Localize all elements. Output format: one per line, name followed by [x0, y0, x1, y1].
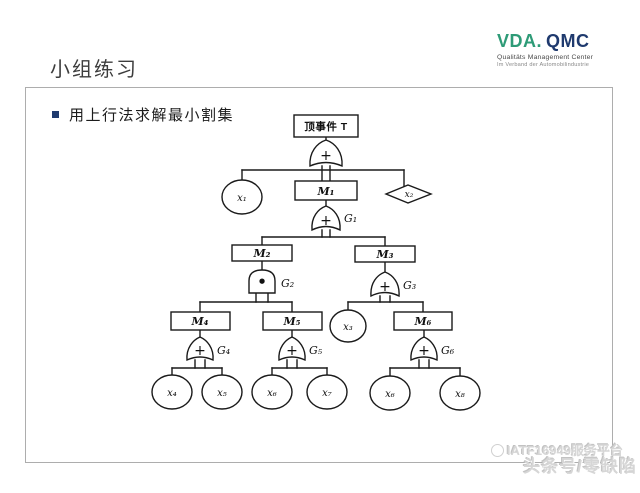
x3-label: x₃	[343, 322, 353, 333]
x4-label: x₄	[167, 388, 177, 399]
watermark-platform-text: IATF16949服务平台	[506, 443, 623, 458]
node-M1: M₁	[294, 180, 358, 201]
bullet-square-icon	[52, 111, 59, 118]
or-symbol: +	[194, 343, 206, 359]
node-M5: M₅	[262, 311, 323, 331]
or-symbol: +	[379, 279, 391, 295]
x6b-label: x₆	[385, 389, 395, 400]
node-M2: M₂	[231, 244, 293, 262]
gate-top-or: +	[309, 139, 343, 168]
node-top-event: 顶事件 T	[293, 114, 359, 138]
x6a-label: x₆	[267, 388, 277, 399]
M5-label: M₅	[283, 315, 301, 328]
node-x5: x₅	[201, 374, 243, 410]
M1-label: M₁	[317, 185, 335, 198]
watermark-line2: 头条号/零缺陷	[523, 456, 637, 476]
node-M6: M₆	[393, 311, 453, 331]
bullet-text: 用上行法求解最小割集	[69, 107, 235, 124]
logo-subtitle-2: Im Verband der Automobilindustrie	[497, 62, 590, 68]
qmc-logo-text: QMC	[546, 31, 590, 51]
M2-label: M₂	[253, 247, 271, 260]
M4-label: M₄	[191, 315, 209, 328]
gate-G6-or: + G₆	[410, 336, 455, 362]
node-x1: x₁	[221, 179, 263, 215]
G3-label: G₃	[403, 279, 416, 292]
logo-subtitle: Qualitäts Management Center	[497, 54, 594, 61]
G1-label: G₁	[344, 212, 357, 225]
node-x8: x₈	[439, 375, 481, 411]
x5-label: x₅	[217, 388, 227, 399]
node-x6a: x₆	[251, 374, 293, 410]
gate-G1-or: + G₁	[311, 205, 357, 232]
or-symbol: +	[320, 148, 332, 164]
node-x3: x₃	[329, 309, 367, 343]
node-x4: x₄	[151, 374, 193, 410]
or-symbol: +	[320, 213, 332, 229]
and-symbol: •	[257, 273, 267, 291]
or-symbol: +	[418, 343, 430, 359]
G2-label: G₂	[281, 277, 294, 290]
connector-wires	[171, 136, 461, 377]
x7-label: x₇	[322, 388, 332, 399]
node-M4: M₄	[170, 311, 231, 331]
G6-label: G₆	[441, 344, 455, 357]
watermark-logo-icon	[490, 444, 504, 458]
bullet-item: 用上行法求解最小割集	[52, 104, 234, 125]
gate-G5-or: + G₅	[278, 336, 323, 362]
x1-label: x₁	[237, 193, 247, 204]
gate-G3-or: + G₃	[370, 271, 416, 298]
M6-label: M₆	[414, 315, 432, 328]
gate-G4-or: + G₄	[186, 336, 230, 362]
node-x2-undeveloped: x₂	[384, 184, 433, 204]
watermark-line1: IATF16949服务平台	[490, 443, 623, 458]
M3-label: M₃	[376, 248, 394, 261]
page-title: 小组练习	[50, 59, 138, 81]
gate-G2-and: • G₂	[248, 269, 294, 294]
or-symbol: +	[286, 343, 298, 359]
G5-label: G₅	[309, 344, 323, 357]
top-event-label: 顶事件 T	[304, 120, 347, 133]
logo-wordmark: VDA.QMC	[497, 31, 607, 51]
watermark: IATF16949服务平台 头条号/零缺陷	[490, 443, 637, 476]
node-M3: M₃	[354, 245, 416, 263]
x8-label: x₈	[455, 389, 465, 400]
node-x6b: x₆	[369, 375, 411, 411]
node-x7: x₇	[306, 374, 348, 410]
x2-label: x₂	[405, 190, 414, 200]
vda-qmc-logo: VDA.QMC Qualitäts Management Center Im V…	[497, 31, 607, 68]
G4-label: G₄	[217, 344, 230, 357]
vda-logo-text: VDA.	[497, 31, 543, 51]
